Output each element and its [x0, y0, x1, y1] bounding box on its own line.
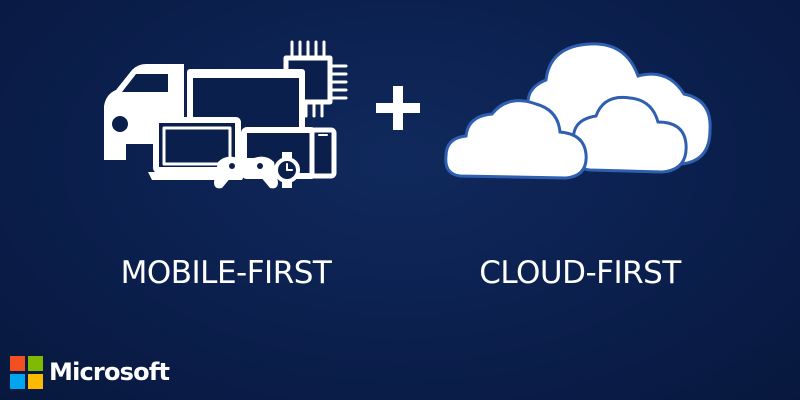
laptop-icon — [148, 117, 246, 180]
smartwatch-icon — [274, 152, 300, 188]
cloud-icon — [444, 42, 712, 180]
logo-square-green — [28, 356, 43, 371]
devices-icon — [104, 40, 348, 189]
logo-square-blue — [10, 374, 25, 389]
microsoft-logo-icon — [10, 356, 43, 389]
gamepad-icon — [214, 156, 278, 189]
logo-square-red — [10, 356, 25, 371]
smartphone-icon — [309, 127, 337, 179]
mobile-first-caption: MOBILE-FIRST — [120, 255, 332, 291]
brand-name: Microsoft — [49, 358, 170, 386]
cloud-first-caption: CLOUD-FIRST — [479, 255, 681, 291]
logo-square-yellow — [28, 374, 43, 389]
plus-icon — [376, 86, 420, 130]
